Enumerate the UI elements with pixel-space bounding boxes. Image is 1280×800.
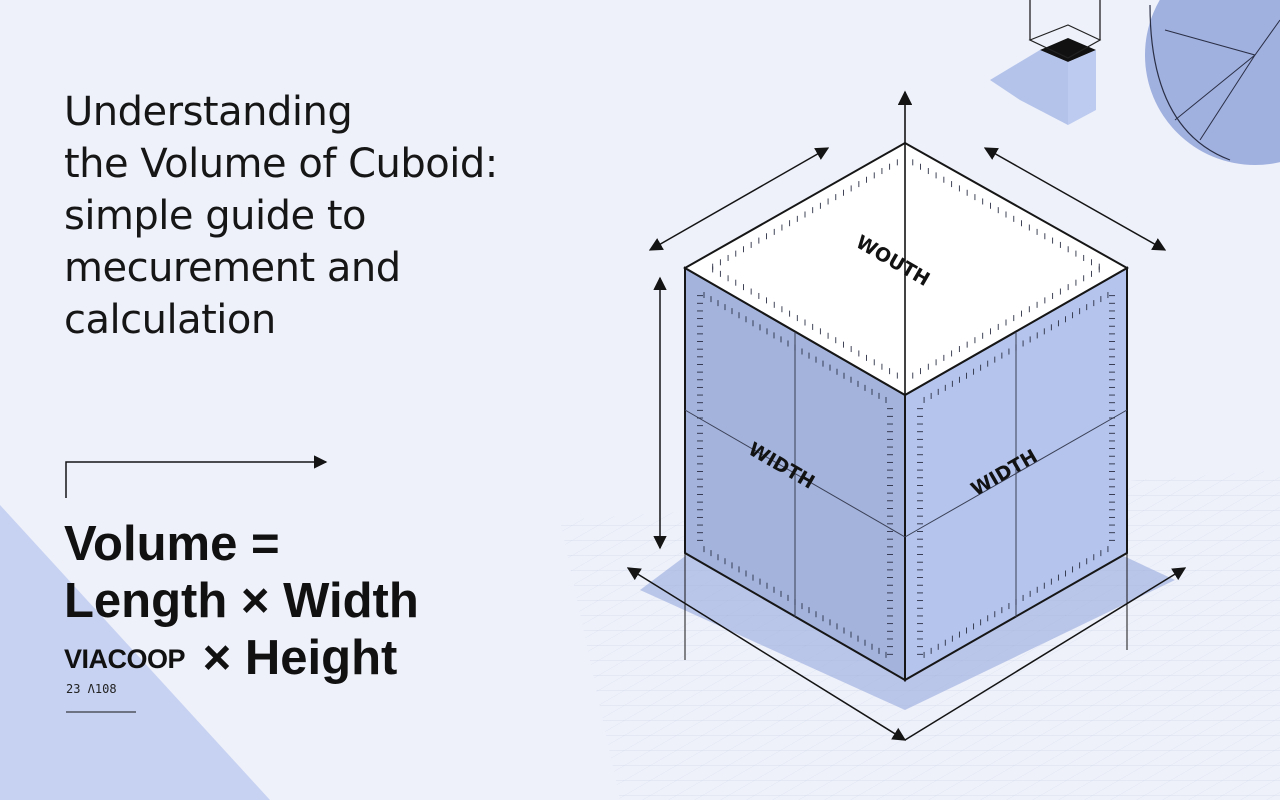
- pointer-arrow: [65, 455, 328, 498]
- deco-sphere: [1145, 0, 1280, 165]
- formula-line-1: Volume =: [64, 517, 280, 571]
- formula-height: × Height: [202, 631, 398, 685]
- title-line: the Volume of Cuboid:: [64, 141, 498, 187]
- length-arrow-right: [983, 147, 1167, 251]
- formula-footnote: 23 Λ108: [66, 682, 117, 696]
- title-line: calculation: [64, 297, 276, 343]
- deco-prism: [990, 0, 1102, 125]
- formula-code: VIACOOP: [64, 644, 186, 674]
- length-arrow-left: [648, 147, 830, 251]
- base-arrow-left: [626, 567, 907, 741]
- base-arrow-right: [904, 567, 1187, 741]
- title-line: mecurement and: [64, 245, 401, 291]
- page-title: Understanding the Volume of Cuboid: simp…: [64, 86, 624, 346]
- title-line: Understanding: [64, 89, 353, 135]
- formula-line-2: Length × Width: [64, 574, 419, 628]
- volume-formula: Volume = Length × Width VIACOOP × Height: [64, 516, 584, 688]
- formula-line-3: VIACOOP × Height: [64, 630, 584, 688]
- bg-triangle-shape: [0, 505, 270, 800]
- title-line: simple guide to: [64, 193, 366, 239]
